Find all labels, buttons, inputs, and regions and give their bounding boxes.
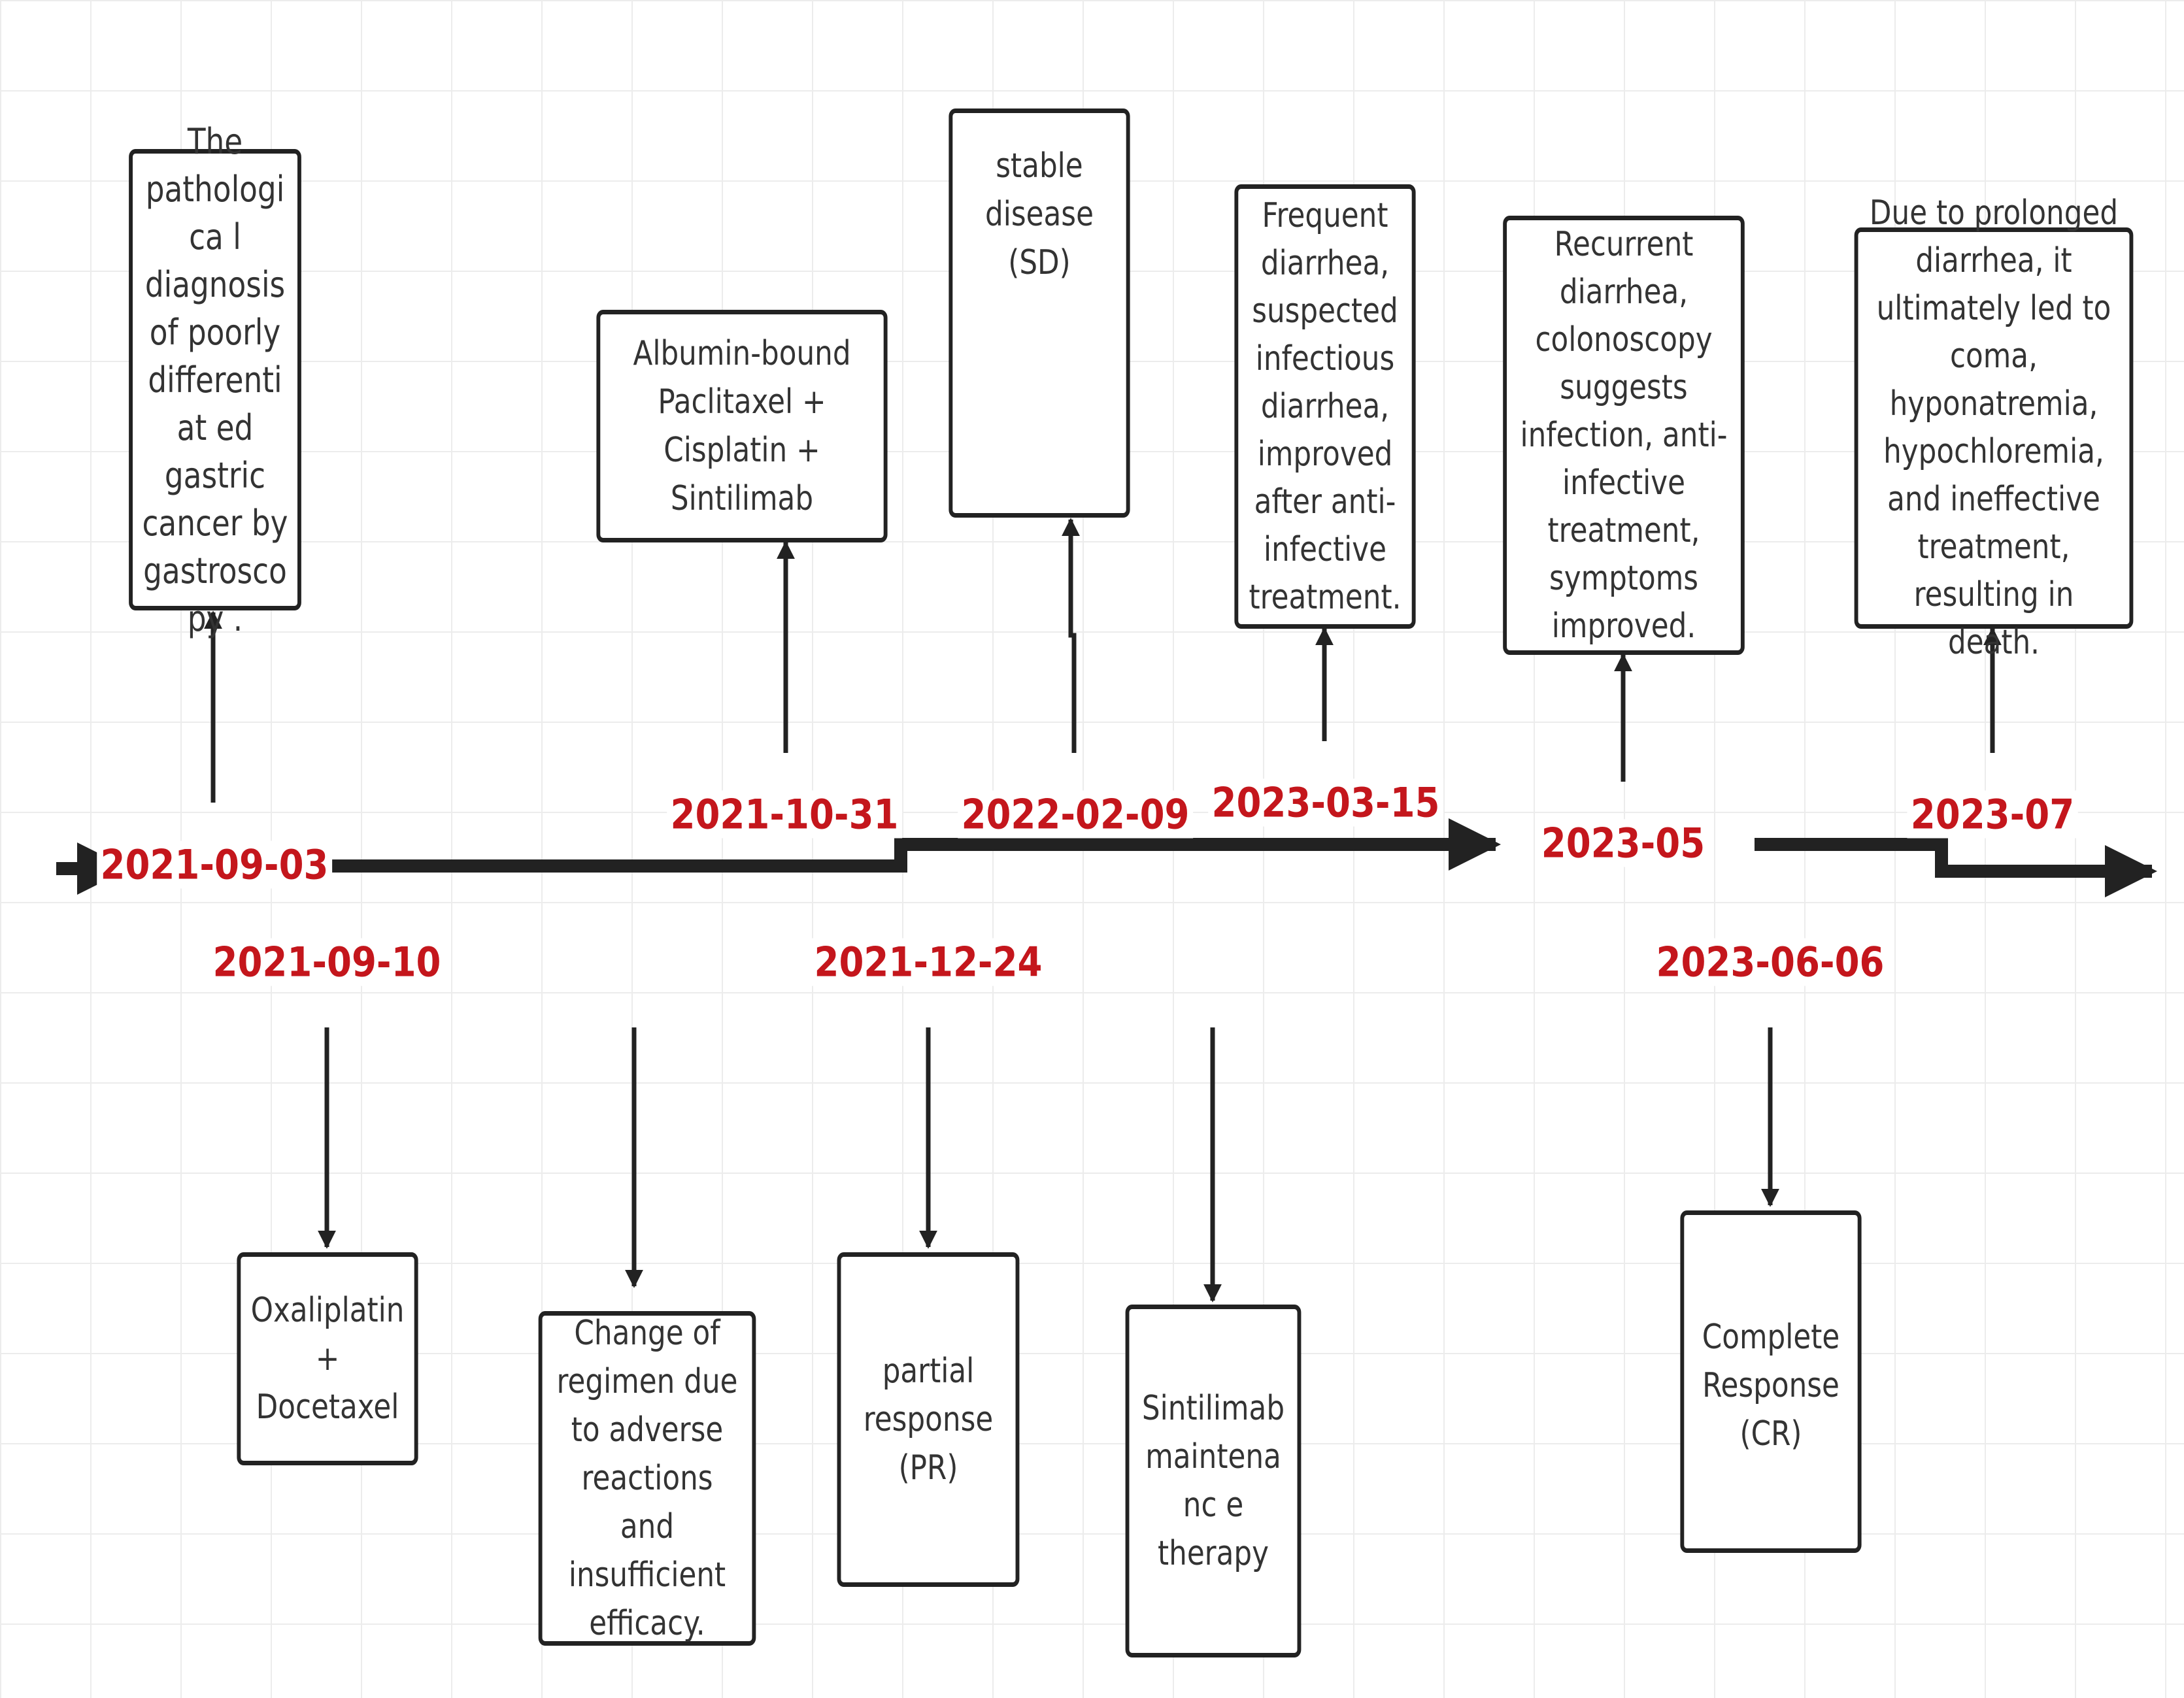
event-box-maintenance: Sintilimab maintenanc e therapy — [1125, 1305, 1302, 1657]
event-box-diagnosis: The pathologica l diagnosis of poorly di… — [129, 121, 301, 639]
event-box-partial-response: partial response (PR) — [837, 1252, 1020, 1587]
event-box-death: Due to prolonged diarrhea, it ultimately… — [1854, 193, 2134, 662]
event-box-complete-response: Complete Response (CR) — [1680, 1210, 1862, 1553]
date-2023-03-15: 2023-03-15 — [1208, 778, 1443, 827]
date-2021-12-24: 2021-12-24 — [811, 938, 1046, 986]
event-box-recurrent-diarrhea: Recurrent diarrhea, colonoscopy suggests… — [1503, 216, 1745, 655]
event-box-frequent-diarrhea: Frequent diarrhea, suspected infectious … — [1234, 184, 1416, 629]
event-box-albumin-regimen: Albumin-bound Paclitaxel + Cisplatin + S… — [596, 310, 888, 542]
date-2023-06-06: 2023-06-06 — [1653, 938, 1888, 986]
date-2021-10-31: 2021-10-31 — [667, 790, 902, 839]
event-box-stable-disease: stable disease (SD) — [949, 108, 1130, 518]
date-2021-09-10: 2021-09-10 — [209, 938, 445, 986]
date-2023-05: 2023-05 — [1537, 819, 1709, 867]
timeline-axis-segment-2 — [1755, 838, 2111, 878]
event-box-regimen-change: Change of regimen due to adverse reactio… — [538, 1311, 756, 1646]
connector-2022-02-09 — [1062, 518, 1080, 753]
event-box-oxaliplatin: Oxaliplatin + Docetaxel — [237, 1252, 418, 1465]
date-2022-02-09: 2022-02-09 — [958, 790, 1193, 839]
date-2021-09-03: 2021-09-03 — [97, 841, 332, 889]
timeline-axis-segment-1 — [301, 838, 1432, 873]
date-2023-07: 2023-07 — [1907, 790, 2078, 839]
